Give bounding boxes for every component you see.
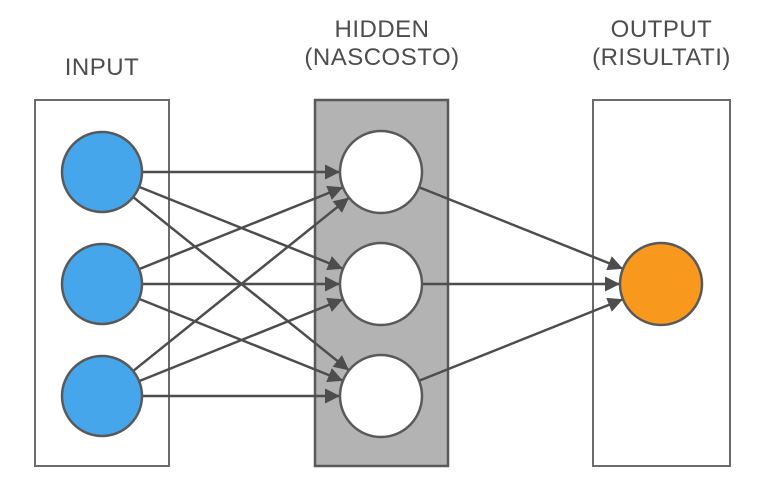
node-output-1	[618, 241, 704, 327]
output-layer-label-line1: OUTPUT	[610, 16, 713, 43]
node-input-1	[60, 130, 144, 214]
edge-hidden-3-to-output-1	[418, 297, 624, 382]
edge-input-3-to-hidden-2	[138, 297, 344, 383]
edge-hidden-1-to-output-1	[418, 186, 624, 271]
edge-input-2-to-hidden-1	[138, 185, 344, 271]
hidden-layer-label-line2: (NASCOSTO)	[304, 44, 460, 71]
output-layer-label: OUTPUT (RISULTATI)	[580, 16, 743, 72]
hidden-layer-label: HIDDEN (NASCOSTO)	[302, 16, 462, 72]
neuron-nodes	[60, 129, 704, 439]
node-hidden-3	[338, 353, 424, 439]
node-input-3	[60, 354, 144, 438]
hidden-layer-label-line1: HIDDEN	[334, 16, 430, 43]
connection-arrows	[132, 164, 624, 404]
output-layer-label-line2: (RISULTATI)	[592, 44, 731, 71]
node-hidden-1	[338, 129, 424, 215]
edge-input-3-to-hidden-1	[132, 196, 350, 372]
node-input-2	[60, 242, 144, 326]
node-hidden-2	[338, 241, 424, 327]
input-layer-label: INPUT	[64, 54, 140, 81]
